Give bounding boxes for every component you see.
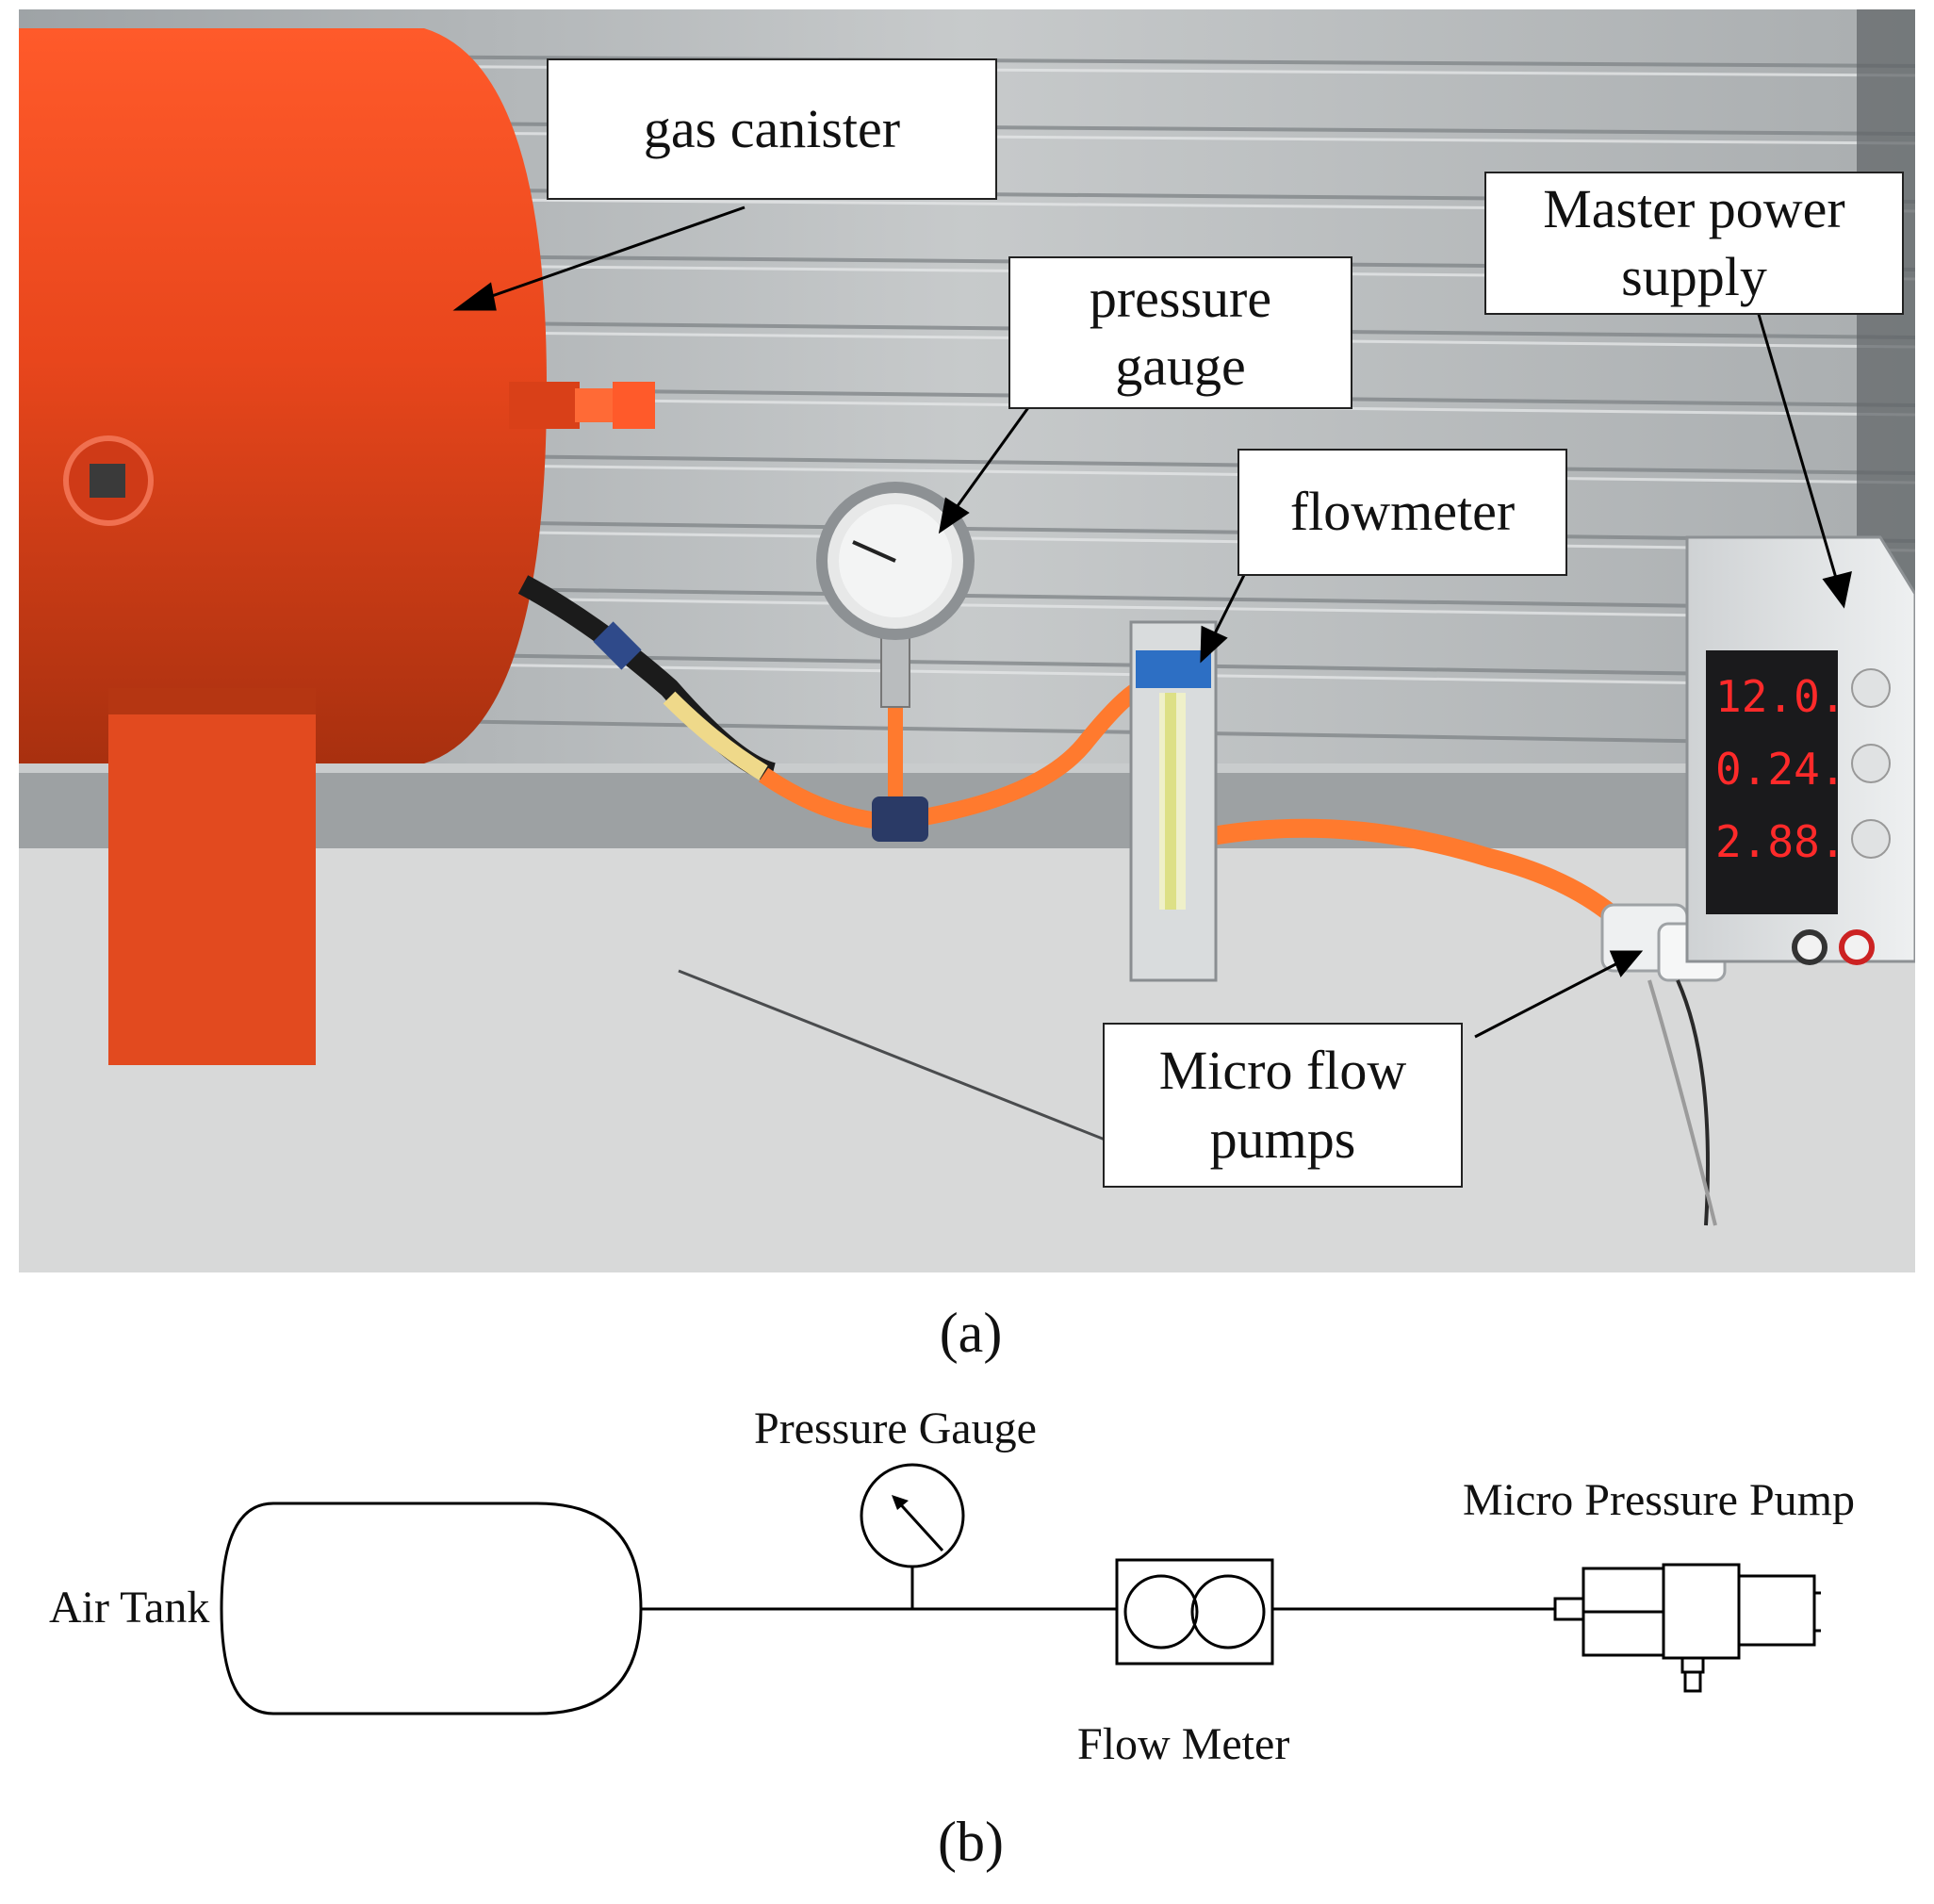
arrow-gas-canister	[475, 205, 746, 304]
psu-terminal-red	[1839, 929, 1875, 965]
tube-to-pump	[1195, 818, 1618, 922]
arrow-pressure-gauge	[950, 395, 1039, 515]
callout-gas-canister: gas canister	[547, 58, 997, 200]
canister-valve	[509, 382, 580, 429]
gauge-needle	[852, 540, 896, 563]
blue-fitting	[593, 621, 642, 670]
pressure-gauge-symbol	[860, 1463, 965, 1568]
label-air-tank: Air Tank	[49, 1583, 210, 1633]
pump-wires	[1676, 979, 1710, 1226]
psu-display-voltage: 12.0.	[1715, 671, 1845, 722]
schematic-diagram	[220, 1463, 1821, 1715]
flow-meter-symbol	[1115, 1558, 1274, 1666]
panel-label-b: (b)	[938, 1811, 1004, 1873]
table-surface	[19, 848, 1915, 1272]
arrow-power-supply	[1756, 310, 1840, 585]
callout-master-power-supply: Master power supply	[1484, 172, 1904, 315]
psu-terminal-black	[1792, 929, 1827, 965]
callout-flowmeter: flowmeter	[1237, 449, 1567, 576]
psu-display-power: 2.88.	[1715, 816, 1845, 867]
flowmeter-label	[1136, 650, 1211, 688]
experimental-setup-photo: 12.0. 0.24. 2.88. gas canister pressure …	[19, 9, 1915, 1272]
power-supply-unit	[1685, 535, 1915, 965]
label-micro-pressure-pump: Micro Pressure Pump	[1463, 1475, 1855, 1525]
psu-front-panel	[1706, 650, 1838, 914]
arrow-micro-pump	[1474, 960, 1622, 1039]
callout-micro-flow-pumps: Micro flow pumps	[1103, 1023, 1463, 1188]
tee-fitting	[872, 796, 928, 842]
tube-tee-to-flowmeter	[893, 680, 1145, 830]
callout-pressure-gauge: pressure gauge	[1008, 256, 1352, 409]
label-flow-meter: Flow Meter	[1077, 1719, 1290, 1769]
gauge-needle-tip	[892, 1495, 909, 1510]
psu-display-current: 0.24.	[1715, 744, 1845, 795]
cable-on-table	[678, 969, 1132, 1152]
label-pressure-gauge: Pressure Gauge	[754, 1403, 1037, 1453]
canister-stand	[108, 688, 316, 1065]
gas-canister	[19, 28, 547, 763]
air-tank-symbol	[220, 1502, 643, 1715]
gauge-needle-symbol	[893, 1497, 944, 1552]
micro-pump-symbol	[1553, 1563, 1821, 1693]
panel-label-a: (a)	[939, 1302, 1003, 1364]
